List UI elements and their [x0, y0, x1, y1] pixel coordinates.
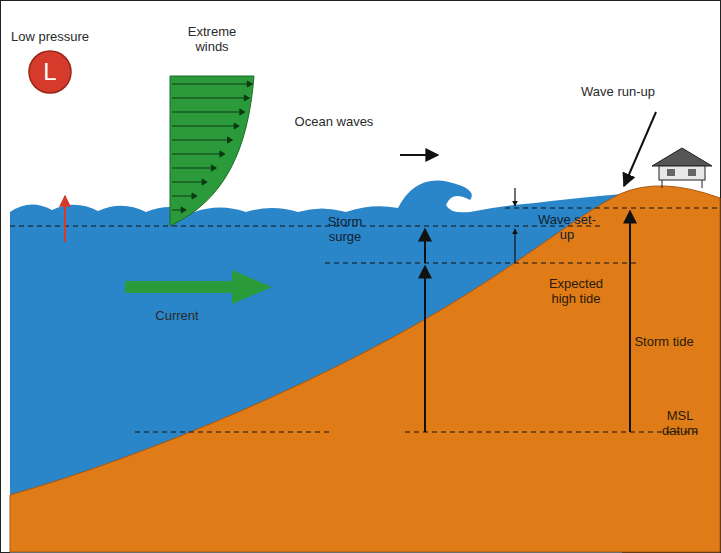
runup-label: Wave run-up: [568, 84, 668, 99]
surge-label: Storm surge: [315, 214, 375, 244]
wind-profile: [170, 76, 254, 226]
wave-label: Ocean waves: [284, 114, 384, 129]
wind-label: Extreme winds: [172, 24, 252, 54]
height-arrows: [400, 112, 656, 432]
node-heading: Low pressure: [10, 29, 90, 44]
datum-label: MSL datum: [650, 408, 710, 438]
coastal-land: [10, 186, 720, 552]
pressure-circle: Low pressureL: [28, 50, 72, 94]
current-label: Current: [137, 308, 217, 323]
rising-arrow: [64, 196, 66, 242]
storm-tide-label: Storm tide: [634, 334, 694, 349]
tide-label: Expected high tide: [536, 276, 616, 306]
current-arrow: [125, 270, 272, 304]
setup-label: Wave set-up: [532, 212, 602, 242]
node-symbol: L: [28, 50, 72, 94]
level-lines: [10, 208, 720, 432]
house-icon: [652, 148, 712, 188]
